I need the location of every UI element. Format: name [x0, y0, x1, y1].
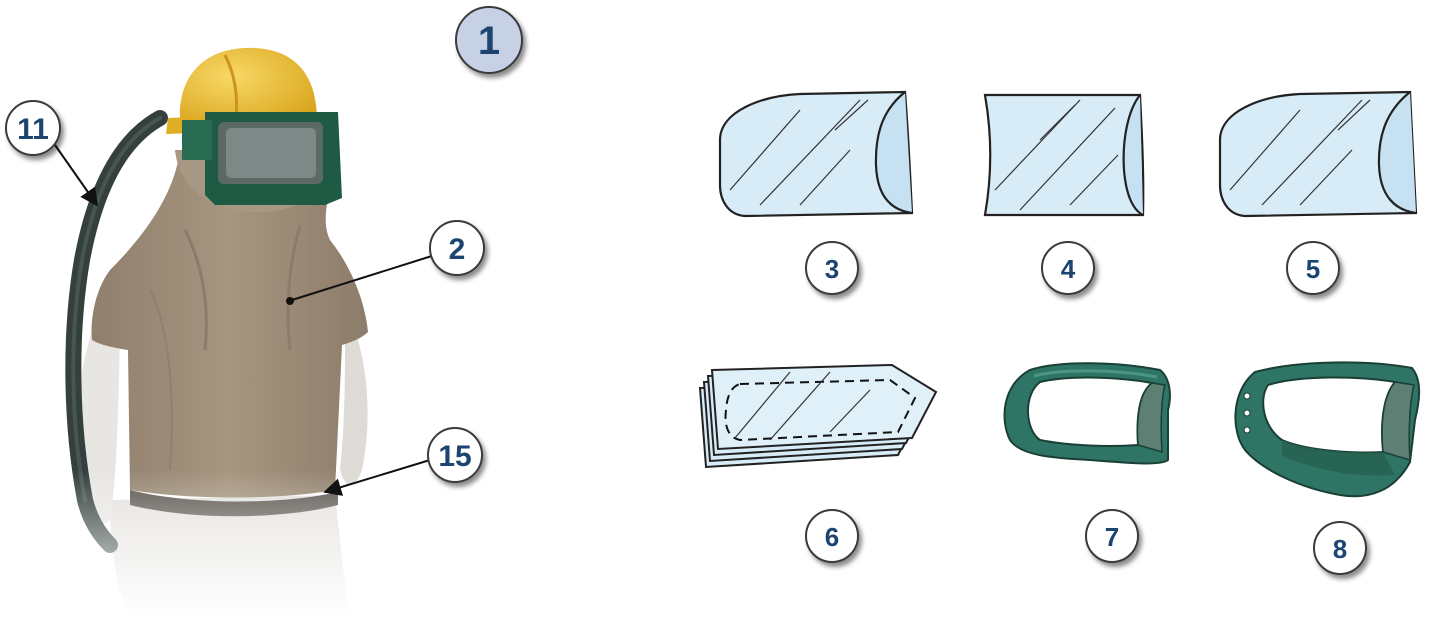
callout-3-label: 3 [825, 254, 839, 284]
callout-7-label: 7 [1105, 522, 1119, 552]
hood-cape [91, 150, 368, 498]
leader-line-2 [291, 254, 436, 301]
callout-5-label: 5 [1306, 254, 1320, 284]
callout-4 [1041, 241, 1095, 295]
callout-11 [5, 100, 61, 156]
leader-line-15 [323, 459, 431, 496]
blast-hood-figure-icon [60, 47, 380, 618]
curved-lens-rounded-icon [1218, 90, 1418, 218]
callout-2 [429, 220, 485, 276]
callout-6-label: 6 [825, 522, 839, 552]
lens-stack-icon [698, 363, 938, 469]
callout-4-label: 4 [1061, 254, 1076, 284]
callout-1-label: 1 [478, 19, 500, 63]
callout-7 [1085, 509, 1139, 563]
callout-8 [1313, 521, 1367, 575]
callout-2-label: 2 [449, 233, 466, 266]
window-frame-icon [1003, 362, 1171, 465]
callout-8-label: 8 [1333, 534, 1347, 564]
helmet [175, 47, 318, 131]
leader-dot-2 [286, 297, 294, 305]
window-frame-gasket-icon [1234, 361, 1421, 498]
callout-6 [805, 509, 859, 563]
curved-lens-square-icon [983, 93, 1145, 217]
callout-15-label: 15 [438, 440, 471, 473]
callout-5 [1286, 241, 1340, 295]
callout-1 [455, 6, 523, 74]
leader-line-11 [54, 144, 99, 207]
callout-15 [427, 427, 483, 483]
callout-3 [805, 241, 859, 295]
callout-11-label: 11 [17, 113, 49, 146]
curved-lens-rounded-icon [718, 90, 914, 218]
